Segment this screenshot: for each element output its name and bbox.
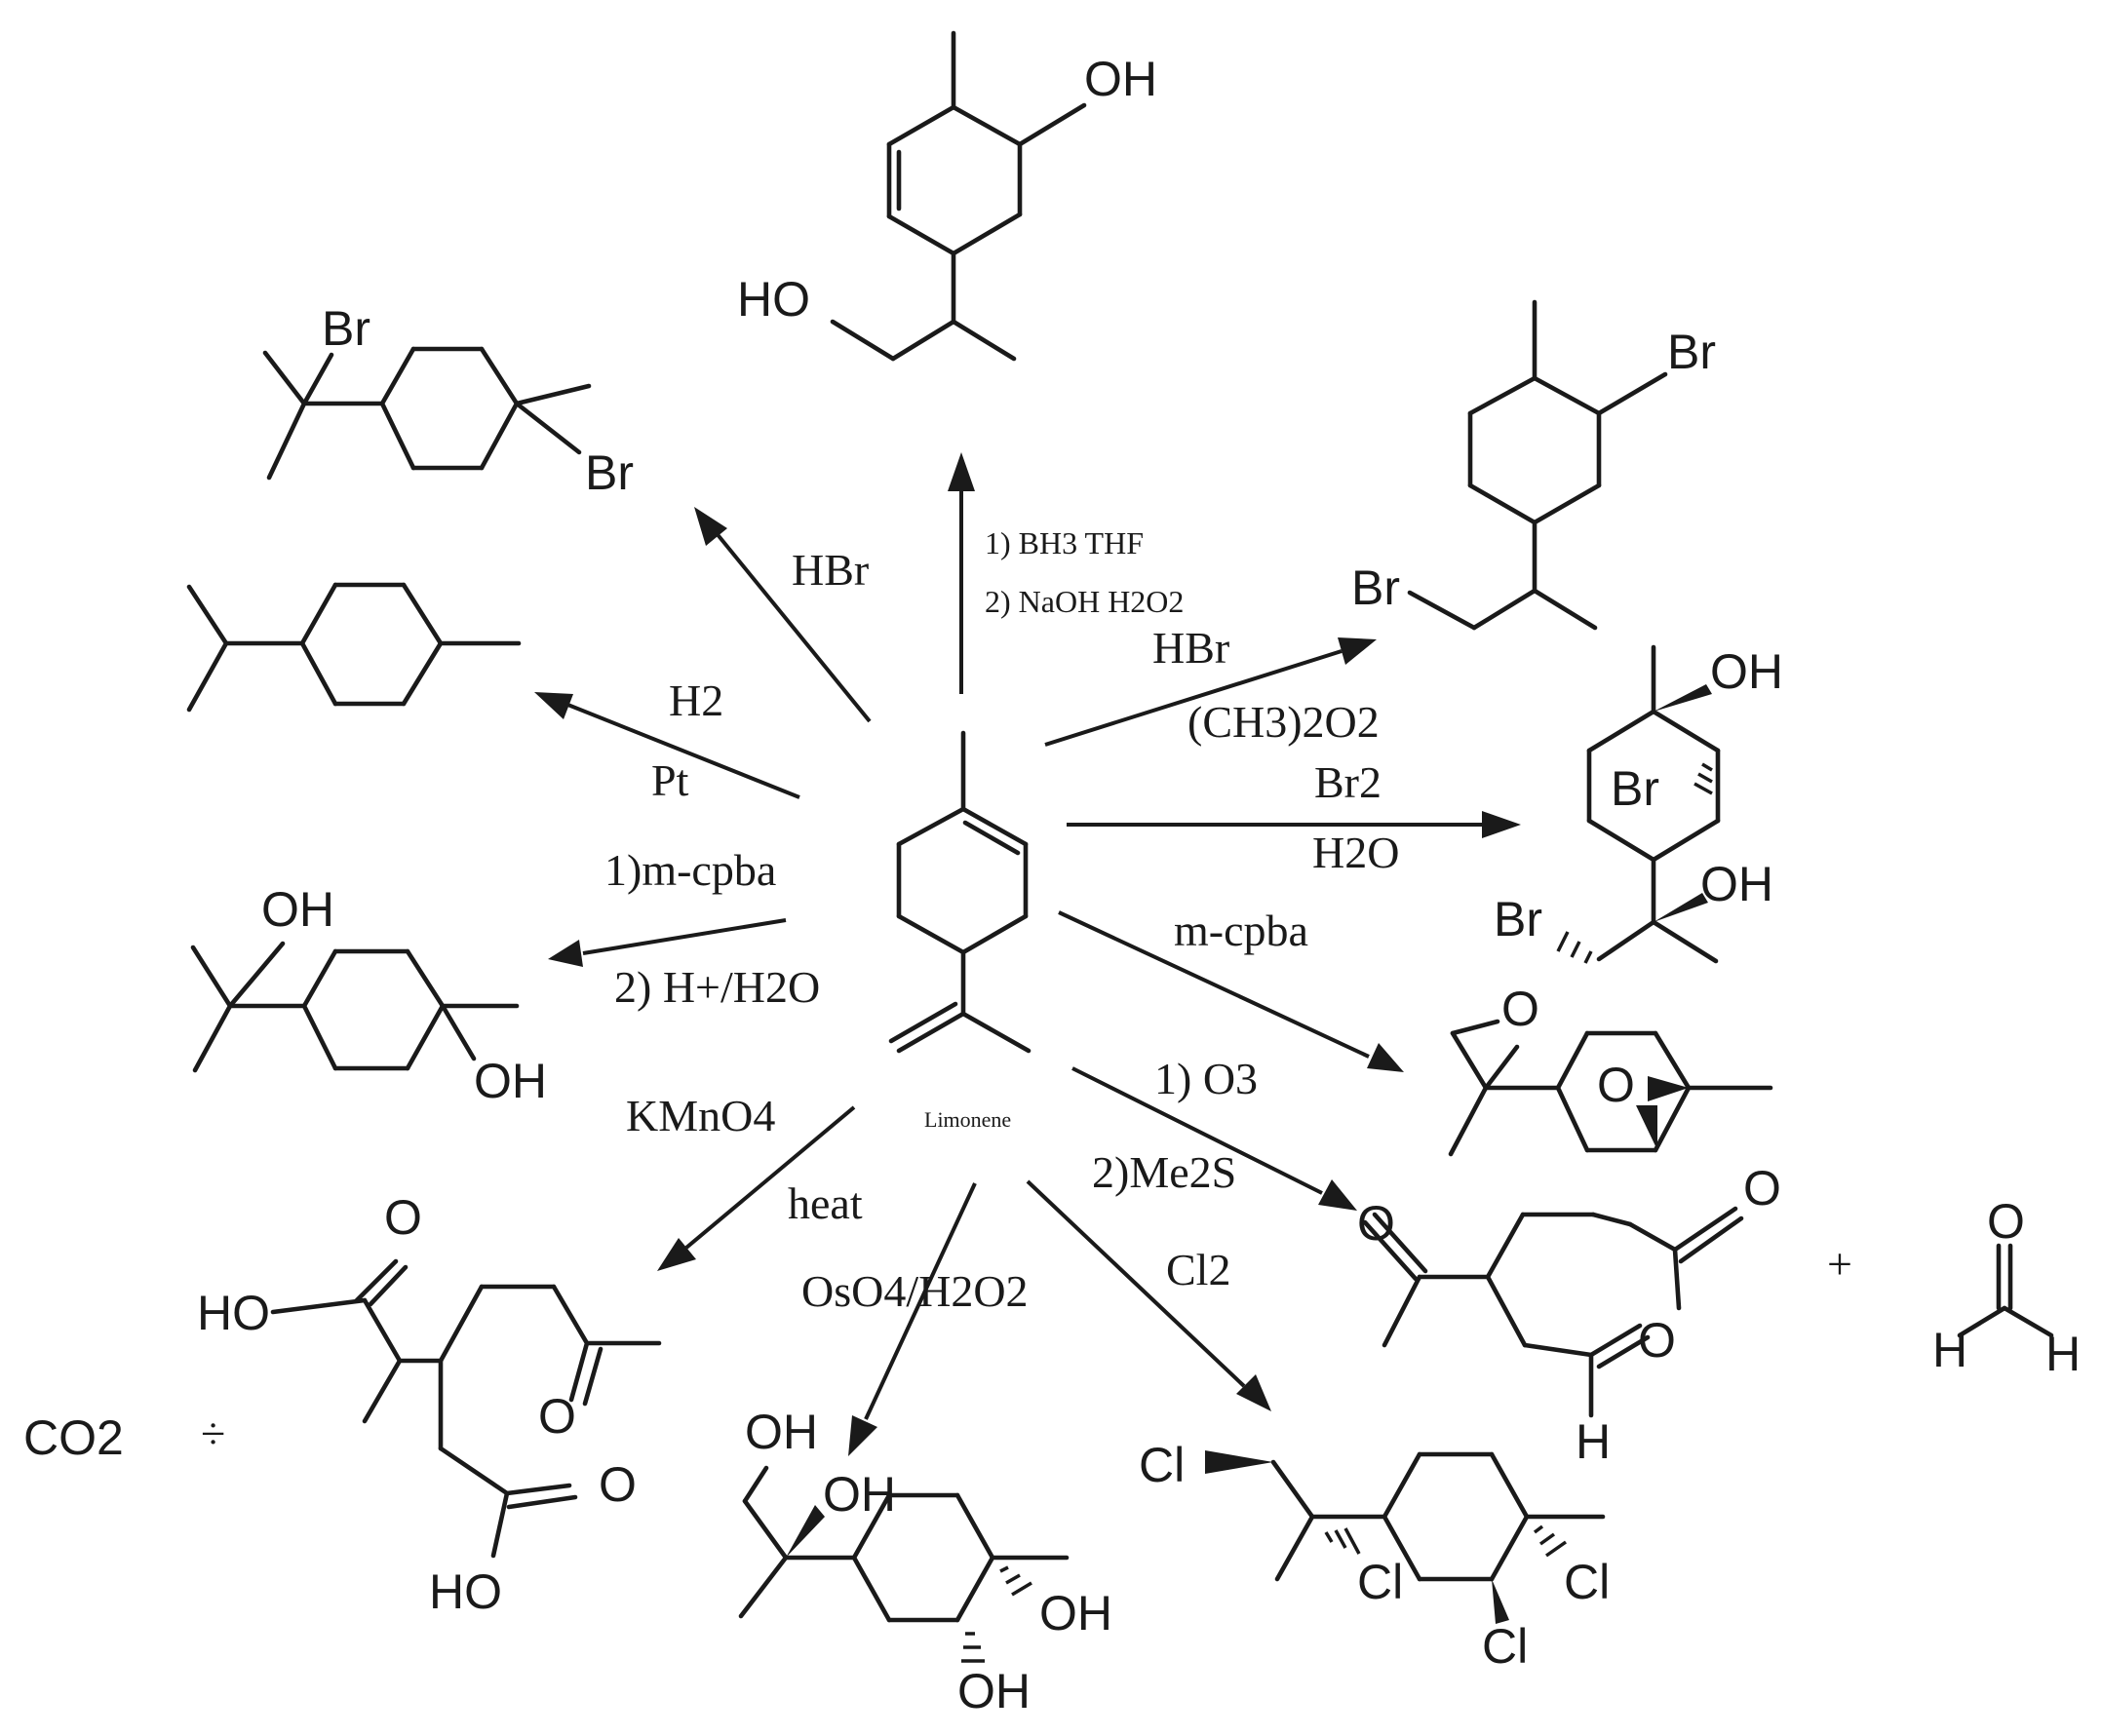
oh-label: OH [1084, 52, 1157, 106]
ho-label: HO [737, 272, 810, 327]
product-terpin-diol [190, 941, 520, 1073]
cl-label: Cl [1139, 1438, 1185, 1492]
br-label: Br [322, 301, 370, 356]
oh-label: OH [1710, 644, 1783, 699]
plus-sign-faint: ÷ [201, 1408, 225, 1458]
product-diepoxide [1448, 1019, 1773, 1157]
oh-label: OH [957, 1664, 1031, 1718]
product-anti-markovnikov-dibromide [1407, 299, 1668, 631]
reagent-mcpba: m-cpba [1174, 906, 1308, 955]
product-tetrachloride [1205, 1450, 1606, 1624]
o-label: O [1501, 982, 1539, 1036]
o-label: O [538, 1389, 576, 1444]
o-label: O [1597, 1058, 1635, 1112]
oh-label: OH [1700, 857, 1773, 911]
product-bromohydrin [1556, 644, 1721, 964]
reagent-me2s: 2)Me2S [1092, 1147, 1236, 1197]
oh-label: OH [474, 1054, 547, 1108]
limonene-molecule [888, 730, 1032, 1054]
o-label: O [1638, 1313, 1676, 1368]
reagent-bh3: 1) BH3 THF [985, 525, 1144, 560]
br-label: Br [585, 445, 634, 500]
o-label: O [384, 1190, 422, 1245]
reagent-naoh-h2o2: 2) NaOH H2O2 [985, 584, 1184, 619]
reagent-hbr: HBr [792, 545, 869, 595]
reaction-arrows [534, 452, 1521, 1456]
ho-label: HO [429, 1564, 502, 1619]
cl-label: Cl [1482, 1619, 1528, 1674]
oh-label: OH [1039, 1586, 1112, 1640]
plus-sign: + [1827, 1239, 1852, 1289]
cl-label: Cl [1564, 1555, 1610, 1609]
product-dibromide [262, 346, 592, 481]
br-label: Br [1351, 560, 1400, 615]
reagent-hbr-peroxide: HBr [1152, 623, 1229, 673]
co2-label: CO2 [23, 1410, 124, 1465]
reagent-ozone: 1) O3 [1154, 1054, 1258, 1103]
o-label: O [1743, 1161, 1781, 1215]
oh-label: OH [261, 882, 334, 937]
o-label: O [599, 1457, 637, 1512]
o-label: O [1987, 1194, 2025, 1249]
br-label: Br [1611, 761, 1659, 816]
reagent-acid-water: 2) H+/H2O [614, 962, 820, 1012]
reagent-br2: Br2 [1314, 757, 1382, 807]
oh-label: OH [745, 1405, 818, 1459]
reagent-peroxide: (CH3)2O2 [1187, 697, 1380, 747]
reagent-water: H2O [1312, 828, 1399, 877]
reagent-oso4: OsO4/H2O2 [801, 1266, 1029, 1316]
product-tetrol [738, 1465, 1070, 1663]
reagent-mcpba-step1: 1)m-cpba [604, 845, 776, 895]
product-permanganate-oxidation [270, 1258, 662, 1559]
h-label: H [2045, 1327, 2081, 1381]
br-label: Br [1667, 325, 1716, 379]
product-hydrogenated [186, 582, 522, 713]
reagent-labels: 1) BH3 THF 2) NaOH H2O2 HBr HBr (CH3)2O2… [604, 525, 1399, 1316]
product-ozonolysis [1362, 1206, 1744, 1418]
oh-label: OH [823, 1467, 896, 1522]
reagent-kmno4: KMnO4 [626, 1091, 775, 1140]
cl-label: Cl [1357, 1555, 1403, 1609]
reagent-cl2: Cl2 [1166, 1245, 1230, 1294]
ho-label: HO [197, 1286, 270, 1340]
product-hydroboration-diol [830, 30, 1087, 362]
product-formaldehyde [1957, 1243, 2054, 1338]
reagent-h2: H2 [669, 675, 723, 725]
reagent-pt: Pt [651, 755, 689, 805]
h-label: H [1932, 1323, 1967, 1377]
h-label: H [1576, 1414, 1611, 1469]
reagent-heat: heat [788, 1178, 863, 1228]
br-label: Br [1494, 892, 1542, 946]
limonene-label: Limonene [924, 1107, 1011, 1132]
o-label: O [1357, 1196, 1395, 1251]
